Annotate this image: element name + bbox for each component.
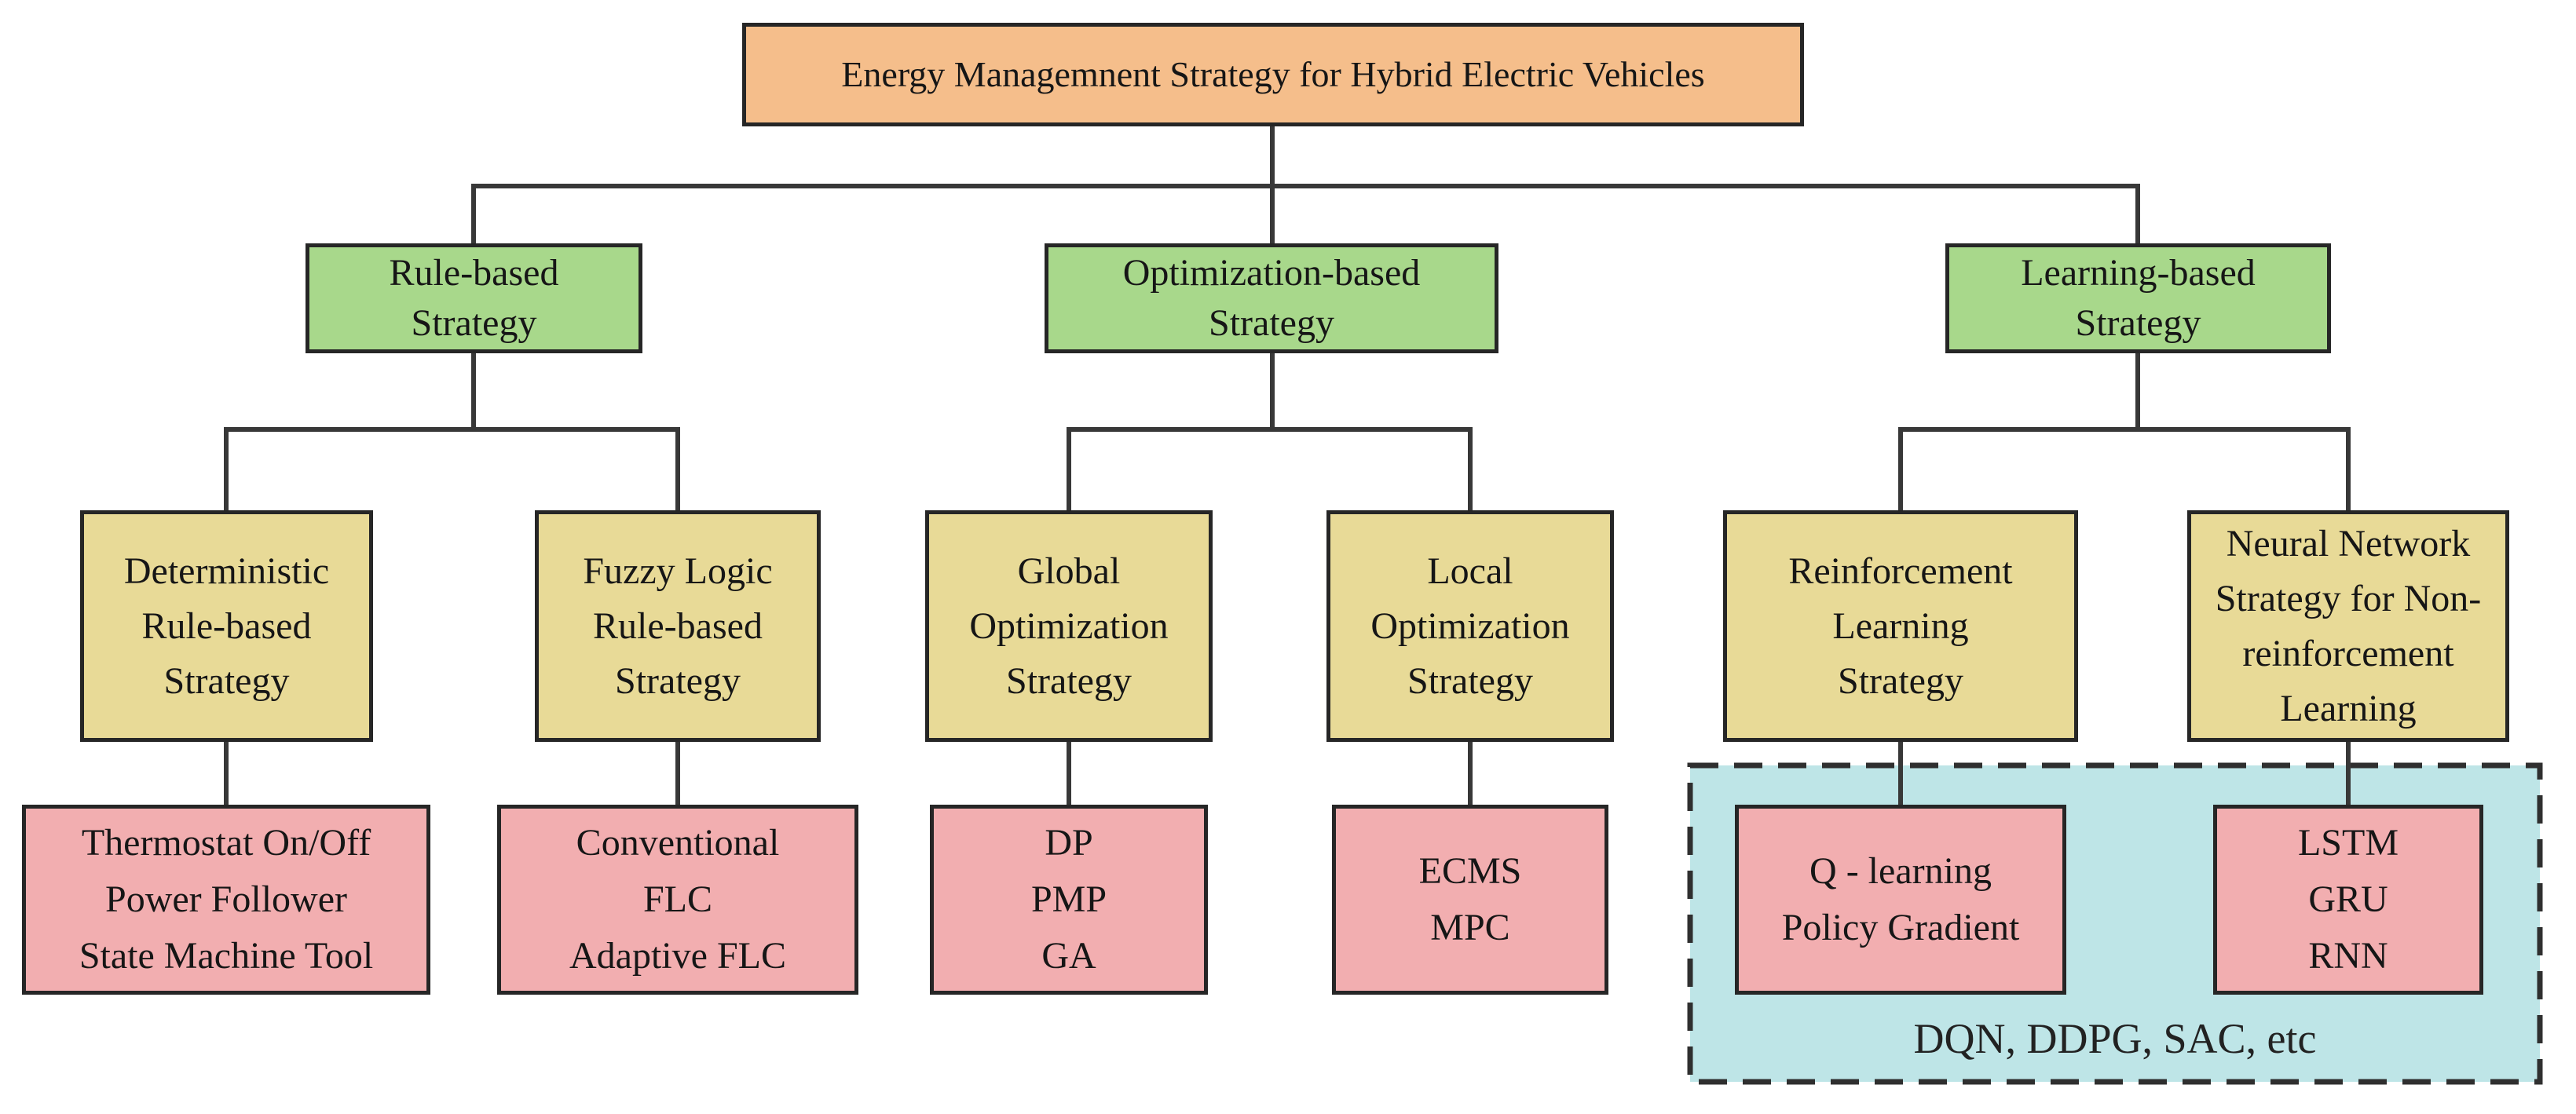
node-fuzzy-methods: Conventional FLC Adaptive FLC	[497, 805, 858, 995]
node-deterministic-rule-based: Deterministic Rule-based Strategy	[80, 510, 373, 742]
node-root: Energy Managemnent Strategy for Hybrid E…	[742, 23, 1804, 126]
node-rule-based-strategy: Rule-based Strategy	[306, 243, 642, 353]
node-local-optimization-methods: ECMS MPC	[1332, 805, 1608, 995]
node-rl-methods: Q - learning Policy Gradient	[1735, 805, 2066, 995]
node-reinforcement-learning: Reinforcement Learning Strategy	[1723, 510, 2078, 742]
deep-rl-algorithms-note: DQN, DDPG, SAC, etc	[1913, 1015, 2317, 1062]
node-local-optimization: Local Optimization Strategy	[1326, 510, 1614, 742]
node-deterministic-methods: Thermostat On/Off Power Follower State M…	[22, 805, 430, 995]
node-learning-based-strategy: Learning-based Strategy	[1945, 243, 2331, 353]
node-fuzzy-logic-rule-based: Fuzzy Logic Rule-based Strategy	[535, 510, 821, 742]
node-global-optimization-methods: DP PMP GA	[930, 805, 1208, 995]
node-global-optimization: Global Optimization Strategy	[925, 510, 1213, 742]
node-neural-network-non-rl: Neural Network Strategy for Non- reinfor…	[2187, 510, 2509, 742]
node-nn-methods: LSTM GRU RNN	[2213, 805, 2483, 995]
node-optimization-based-strategy: Optimization-based Strategy	[1045, 243, 1498, 353]
